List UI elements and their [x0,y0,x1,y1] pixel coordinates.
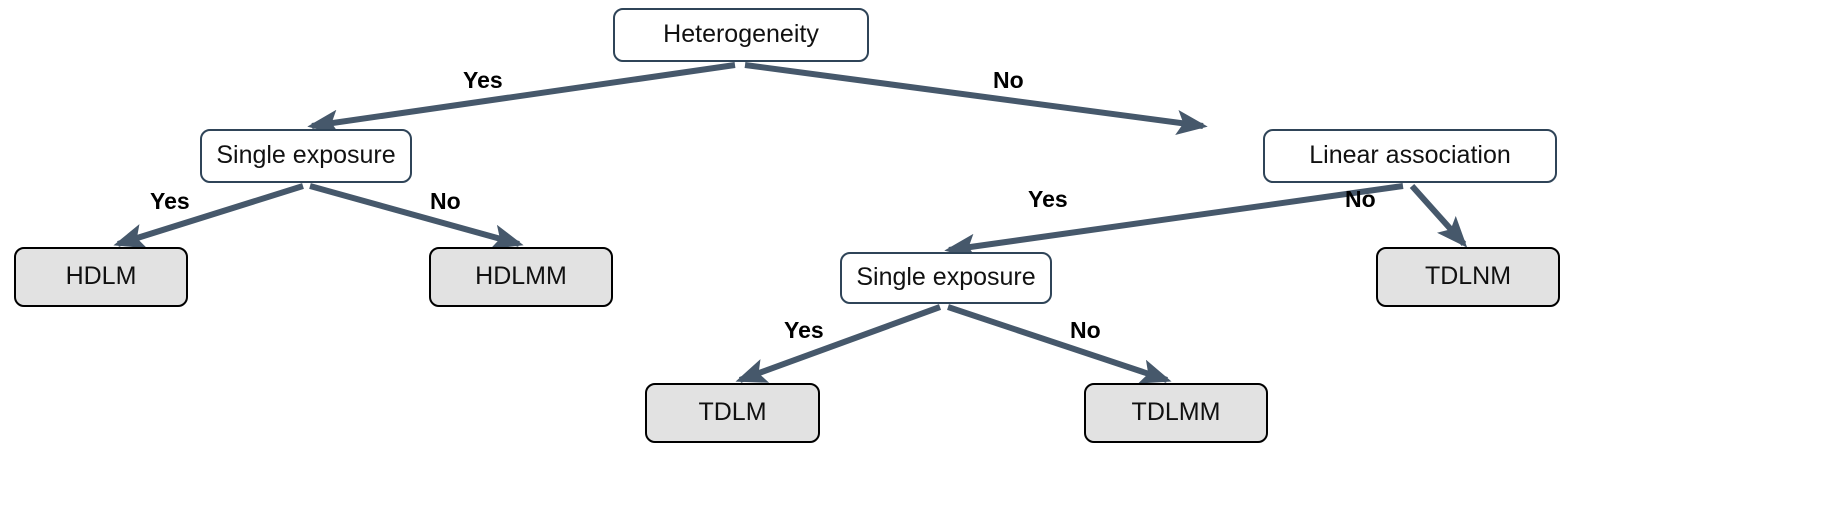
tree-edge-heterogeneity-to-linear-association [744,62,1208,136]
edge-label-single-exposure-left-hdlmm: No [430,188,461,214]
tree-node-tdlm[interactable]: TDLM [645,383,820,443]
tree-edge-single-exposure-left-to-hdlmm [309,183,524,250]
tree-node-hdlm[interactable]: HDLM [14,247,188,307]
tree-edge-linear-association-to-single-exposure-right [944,183,1404,259]
edges-group [113,62,1468,384]
edge-label-heterogeneity-single-exposure-left: Yes [463,67,503,93]
tree-node-linear-association[interactable]: Linear association [1263,129,1557,183]
tree-node-single-exposure-left[interactable]: Single exposure [200,129,412,183]
tree-edge-heterogeneity-to-single-exposure-left [307,62,736,135]
tree-node-tdlnm[interactable]: TDLNM [1376,247,1560,307]
edge-label-linear-association-single-exposure-right: Yes [1028,186,1068,212]
edge-label-single-exposure-right-tdlm: Yes [784,317,824,343]
tree-node-hdlmm[interactable]: HDLMM [429,247,613,307]
tree-node-single-exposure-right[interactable]: Single exposure [840,252,1052,304]
edge-label-linear-association-tdlnm: No [1345,186,1376,212]
tree-edge-single-exposure-left-to-hdlm [113,183,304,249]
edge-label-heterogeneity-linear-association: No [993,67,1024,93]
tree-edge-single-exposure-right-to-tdlm [735,304,942,383]
edge-label-single-exposure-right-tdlmm: No [1070,317,1101,343]
tree-edge-linear-association-to-tdlnm [1409,183,1468,248]
edge-label-single-exposure-left-hdlm: Yes [150,188,190,214]
tree-node-tdlmm[interactable]: TDLMM [1084,383,1268,443]
tree-edge-single-exposure-right-to-tdlmm [947,304,1172,384]
tree-node-heterogeneity[interactable]: Heterogeneity [613,8,869,62]
